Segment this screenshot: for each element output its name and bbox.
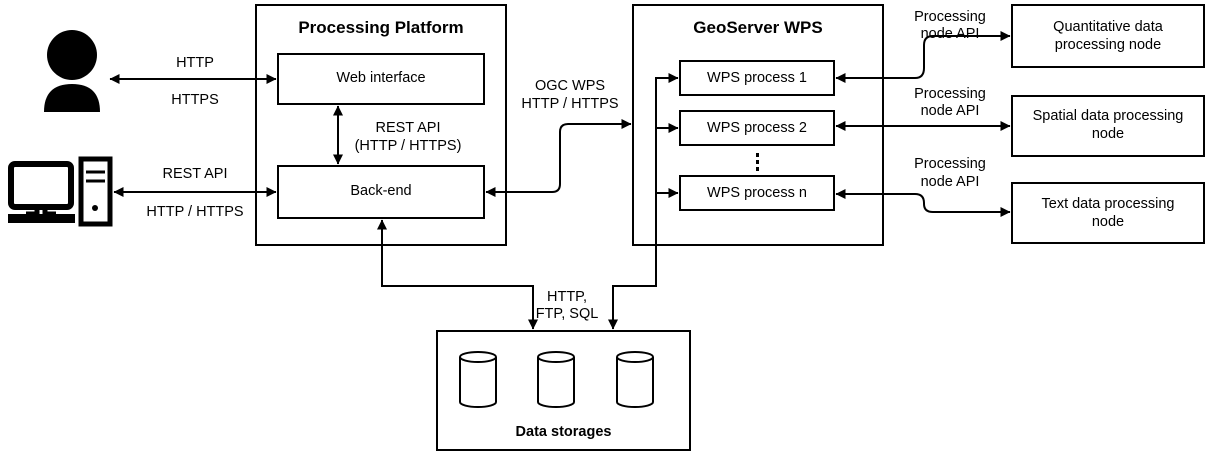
database-icon [459, 351, 497, 408]
wps-process-n-label: WPS process n [707, 185, 807, 201]
back-end-label: Back-end [350, 183, 412, 199]
text-node-label-2: node [1091, 214, 1125, 230]
storage-link-label-1: HTTP, [546, 289, 588, 305]
internal-api-label-2: (HTTP / HTTPS) [354, 138, 462, 154]
quantitative-node-box [1011, 4, 1205, 68]
ogc-link-label-2: HTTP / HTTPS [521, 96, 619, 112]
database-icon [537, 351, 575, 408]
web-interface-label: Web interface [336, 70, 426, 86]
user-icon [44, 30, 100, 112]
user-link-bottom-label: HTTPS [171, 92, 219, 108]
wps-process-n-box [679, 175, 835, 211]
ellipsis-dots [756, 153, 759, 171]
geoserver-title: GeoServer WPS [693, 18, 823, 37]
node-api-1-label-1: Processing [914, 9, 986, 25]
wps-to-storage-line [608, 73, 679, 330]
computer-link-bottom-label: HTTP / HTTPS [146, 204, 244, 220]
wps1-node-arrow [835, 31, 1011, 83]
spatial-node-box [1011, 95, 1205, 157]
text-node-box [1011, 182, 1205, 244]
ogc-link-label-1: OGC WPS [534, 78, 606, 94]
wpsn-node-arrow [835, 189, 1011, 217]
node-api-3-label-1: Processing [914, 156, 986, 172]
text-node-label-1: Text data processing [1041, 196, 1175, 212]
spatial-node-label-2: node [1091, 126, 1125, 142]
internal-api-label-1: REST API [375, 120, 441, 136]
computer-link-top-label: REST API [162, 166, 228, 182]
wps-process-2-box [679, 110, 835, 146]
wps-process-1-label: WPS process 1 [707, 70, 807, 86]
data-storages-frame [436, 330, 691, 451]
backend-geoserver-arrow [485, 119, 632, 197]
computer-icon [8, 156, 113, 227]
quantitative-node-label-1: Quantitative data [1053, 19, 1163, 35]
back-end-box [277, 165, 485, 219]
node-api-3-label-2: node API [920, 174, 980, 190]
node-api-2-label-2: node API [920, 103, 980, 119]
backend-storage-arrow [377, 219, 538, 330]
wps-process-2-label: WPS process 2 [707, 120, 807, 136]
storage-link-label-2: FTP, SQL [535, 306, 599, 322]
user-link-top-label: HTTP [176, 55, 214, 71]
data-storages-title: Data storages [515, 424, 612, 440]
web-interface-box [277, 53, 485, 105]
platform-title: Processing Platform [298, 18, 464, 37]
spatial-node-label-1: Spatial data processing [1032, 108, 1184, 124]
node-api-2-label-1: Processing [914, 86, 986, 102]
quantitative-node-label-2: processing node [1054, 37, 1162, 53]
database-icon [616, 351, 654, 408]
wps-process-1-box [679, 60, 835, 96]
node-api-1-label-2: node API [920, 26, 980, 42]
